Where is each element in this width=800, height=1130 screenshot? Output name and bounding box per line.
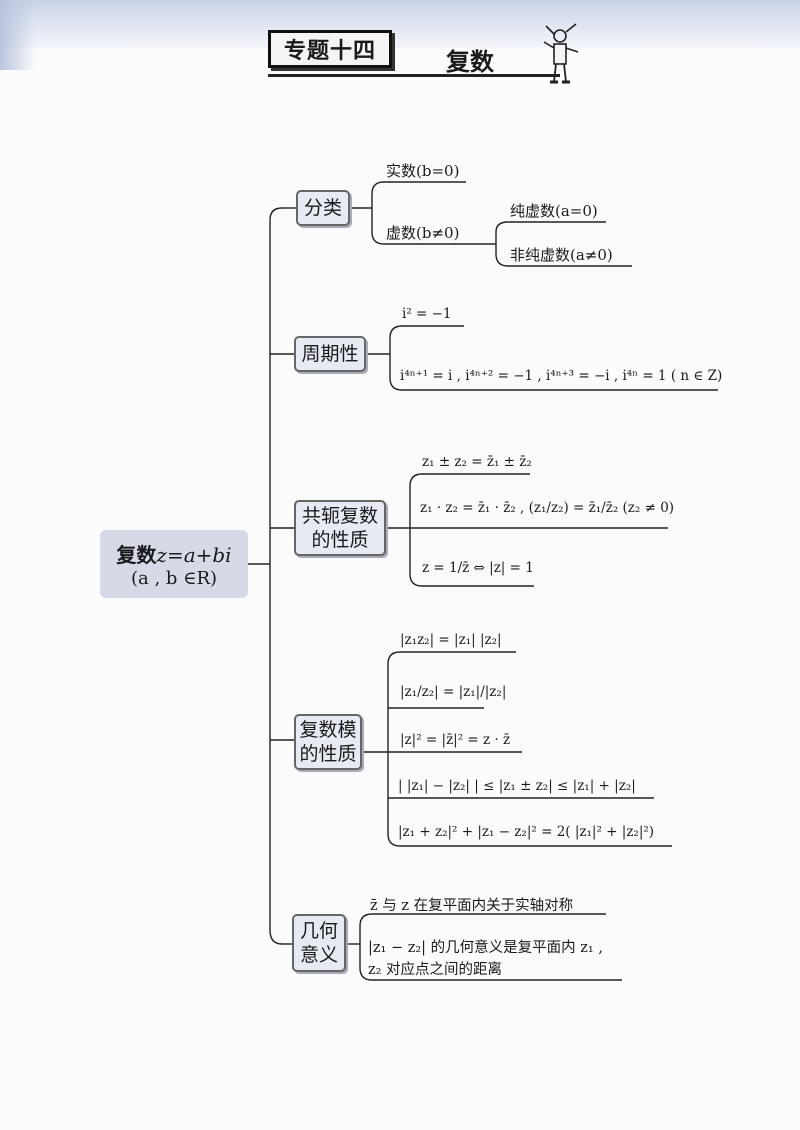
header-rule — [268, 74, 560, 77]
root-line1: 复数z=a+bi — [116, 539, 231, 568]
formula-conjugate-product: z₁ · z₂ = z̄₁ · z̄₂ , (z₁/z₂) = z̄₁/z̄₂ … — [420, 500, 675, 516]
formula-modulus-quotient: |z₁/z₂| = |z₁|/|z₂| — [400, 684, 507, 700]
cartoon-figure-icon — [543, 23, 579, 84]
leaf-geometry-distance-1: |z₁ − z₂| 的几何意义是复平面内 z₁ , — [368, 940, 603, 956]
formula-parallelogram: |z₁ + z₂|² + |z₁ − z₂|² = 2( |z₁|² + |z₂… — [398, 824, 655, 840]
root-line2: (a , b ∈R) — [130, 568, 218, 589]
node-periodicity-label: 周期性 — [301, 343, 359, 365]
root-node: 复数z=a+bi (a , b ∈R) — [100, 530, 248, 598]
leaf-imaginary: 虚数(b≠0) — [386, 224, 460, 242]
node-geometry-label-2: 意义 — [299, 944, 338, 966]
leaf-non-pure-imaginary: 非纯虚数(a≠0) — [510, 246, 613, 264]
leaf-pure-imaginary: 纯虚数(a=0) — [510, 202, 598, 220]
topic-number: 专题十四 — [283, 39, 376, 64]
node-classification-label: 分类 — [303, 197, 342, 219]
node-conjugate: 共轭复数 的性质 — [294, 500, 386, 556]
node-geometry: 几何 意义 — [292, 914, 346, 972]
formula-modulus-square: |z|² = |z̄|² = z · z̄ — [400, 732, 511, 748]
formula-conjugate-sum: z₁ ± z₂ = z̄₁ ± z̄₂ — [422, 454, 532, 470]
root-formula: z=a+bi — [156, 543, 232, 567]
node-conjugate-label-2: 的性质 — [311, 529, 369, 551]
node-modulus-label-1: 复数模 — [299, 719, 357, 741]
formula-modulus-product: |z₁z₂| = |z₁| |z₂| — [400, 632, 502, 648]
node-geometry-label-1: 几何 — [299, 920, 338, 942]
node-modulus: 复数模 的性质 — [294, 714, 362, 770]
node-periodicity: 周期性 — [294, 336, 366, 372]
node-conjugate-label-1: 共轭复数 — [301, 505, 378, 527]
leaf-geometry-symmetry: z̄ 与 z 在复平面内关于实轴对称 — [370, 898, 574, 914]
top-color-band — [0, 0, 800, 48]
formula-i-powers: i⁴ⁿ⁺¹ = i , i⁴ⁿ⁺² = −1 , i⁴ⁿ⁺³ = −i , i⁴… — [400, 368, 723, 384]
root-word: 复数 — [116, 543, 157, 567]
formula-i-squared: i² = −1 — [402, 306, 452, 322]
node-modulus-label-2: 的性质 — [299, 743, 357, 765]
leaf-geometry-distance-2: z₂ 对应点之间的距离 — [368, 962, 503, 978]
node-classification: 分类 — [296, 190, 350, 226]
topic-title: 复数 — [446, 48, 494, 76]
formula-triangle-inequality: | |z₁| − |z₂| | ≤ |z₁ ± z₂| ≤ |z₁| + |z₂… — [398, 778, 636, 794]
topic-number-box: 专题十四 — [268, 30, 392, 68]
left-color-band — [0, 0, 36, 70]
leaf-real: 实数(b=0) — [386, 162, 460, 180]
formula-conjugate-unit: z = 1/z̄ ⇔ |z| = 1 — [422, 560, 534, 576]
